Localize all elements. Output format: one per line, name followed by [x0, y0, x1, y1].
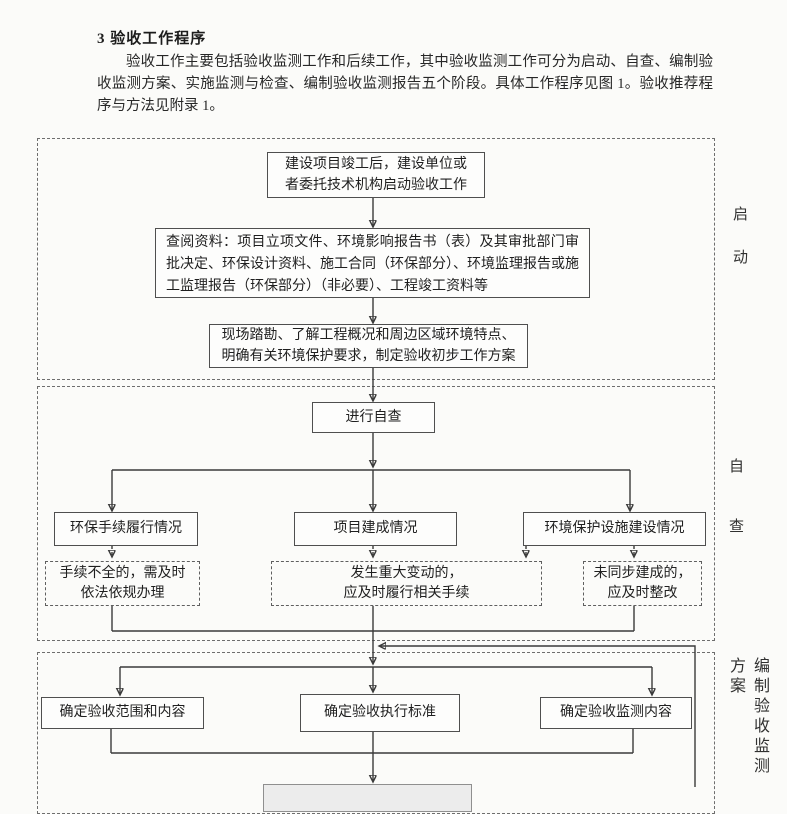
flow-box-start: 建设项目竣工后，建设单位或 者委托技术机构启动验收工作 — [267, 152, 485, 198]
flow-box-standard: 确定验收执行标准 — [300, 694, 460, 732]
document-heading: 3 验收工作程序 — [97, 31, 207, 47]
flow-box-site-survey: 现场踏勘、了解工程概况和周边区域环境特点、 明确有关环境保护要求，制定验收初步工… — [209, 324, 528, 368]
flow-box-next-partial — [263, 784, 472, 812]
flow-box-check-procedures: 环保手续履行情况 — [54, 512, 198, 546]
scanned-document-page: { "page": { "heading": "3 验收工作程序", "intr… — [37, 31, 768, 814]
stage-label-launch: 启动 — [731, 206, 747, 292]
flow-box-review-materials: 查阅资料：项目立项文件、环境影响报告书（表）及其审批部门审批决定、环保设计资料、… — [155, 228, 590, 298]
flow-box-scope: 确定验收范围和内容 — [41, 697, 204, 729]
section-frame-selfcheck — [37, 386, 715, 641]
flow-box-monitor-content: 确定验收监测内容 — [540, 697, 692, 729]
section-frame-launch — [37, 138, 715, 380]
stage-label-plan: 编制验收监测方案 — [727, 657, 768, 777]
flow-box-selfcheck: 进行自查 — [312, 402, 435, 433]
flow-box-fix-rectify: 未同步建成的， 应及时整改 — [583, 561, 702, 606]
stage-label-selfcheck: 自查 — [727, 458, 743, 578]
flow-box-check-facilities: 环境保护设施建设情况 — [523, 512, 706, 546]
document-intro-paragraph: 验收工作主要包括验收监测工作和后续工作，其中验收监测工作可分为启动、自查、编制验… — [97, 54, 713, 114]
flow-box-fix-changes: 发生重大变动的， 应及时履行相关手续 — [271, 561, 542, 606]
flow-box-fix-procedures: 手续不全的，需及时 依法依规办理 — [45, 561, 200, 606]
flow-box-check-completion: 项目建成情况 — [294, 512, 457, 546]
